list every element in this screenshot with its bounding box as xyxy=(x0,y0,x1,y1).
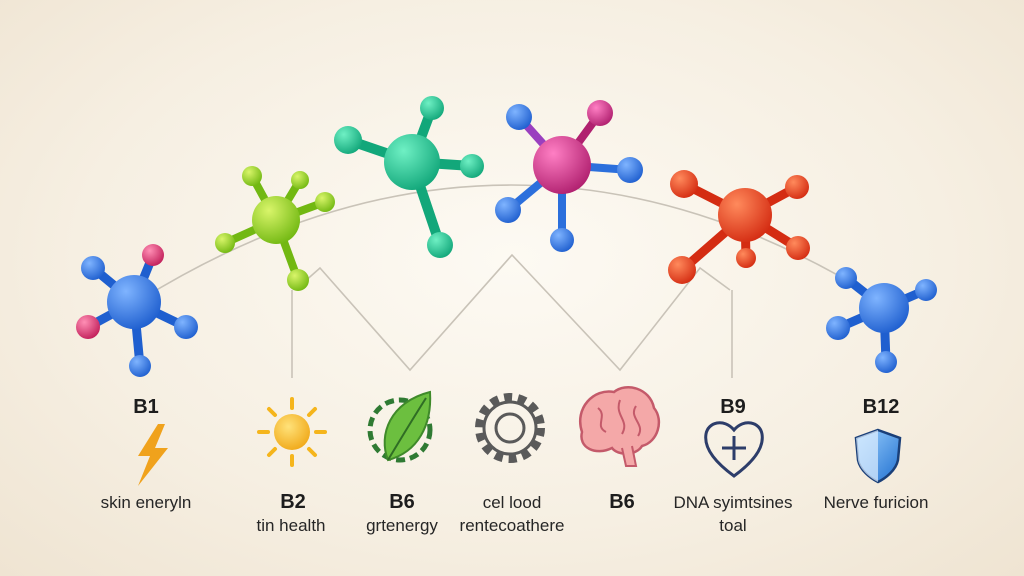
label-b6b-code: B6 xyxy=(609,491,635,513)
label-b12-code: B12 xyxy=(862,396,900,418)
molecule-b1 xyxy=(76,244,198,377)
label-b12-desc: Nerve furicion xyxy=(823,493,929,512)
molecule-b3 xyxy=(334,96,484,258)
molecule-b9 xyxy=(668,170,810,284)
label-b9-desc2: toal xyxy=(719,516,747,535)
heart-shield-icon xyxy=(704,421,764,478)
label-b2-desc: tin health xyxy=(256,516,326,535)
lightning-icon xyxy=(138,424,168,486)
connector-lines xyxy=(139,184,881,378)
zigzag-line xyxy=(294,253,731,372)
molecule-b2 xyxy=(215,166,335,291)
label-b9-desc: DNA syimtsines xyxy=(673,493,793,512)
arc-line xyxy=(139,184,881,301)
label-b2-code: B2 xyxy=(280,491,306,513)
sun-icon xyxy=(257,397,327,467)
label-b7-desc: cel lood xyxy=(482,493,542,512)
leaf-gear-icon xyxy=(367,390,433,463)
label-b7-desc2: rentecoathere xyxy=(459,516,565,535)
brain-icon xyxy=(579,386,661,467)
shield-icon xyxy=(854,428,902,484)
molecule-b5 xyxy=(495,100,643,252)
label-b6a-code: B6 xyxy=(389,491,415,513)
label-b6a-desc: grtenergy xyxy=(366,516,438,535)
label-b1-desc: skin eneryln xyxy=(100,493,192,512)
gear-icon xyxy=(475,393,545,463)
molecule-b12 xyxy=(826,267,937,373)
label-b9-code: B9 xyxy=(720,396,746,418)
label-b1-code: B1 xyxy=(133,396,159,418)
